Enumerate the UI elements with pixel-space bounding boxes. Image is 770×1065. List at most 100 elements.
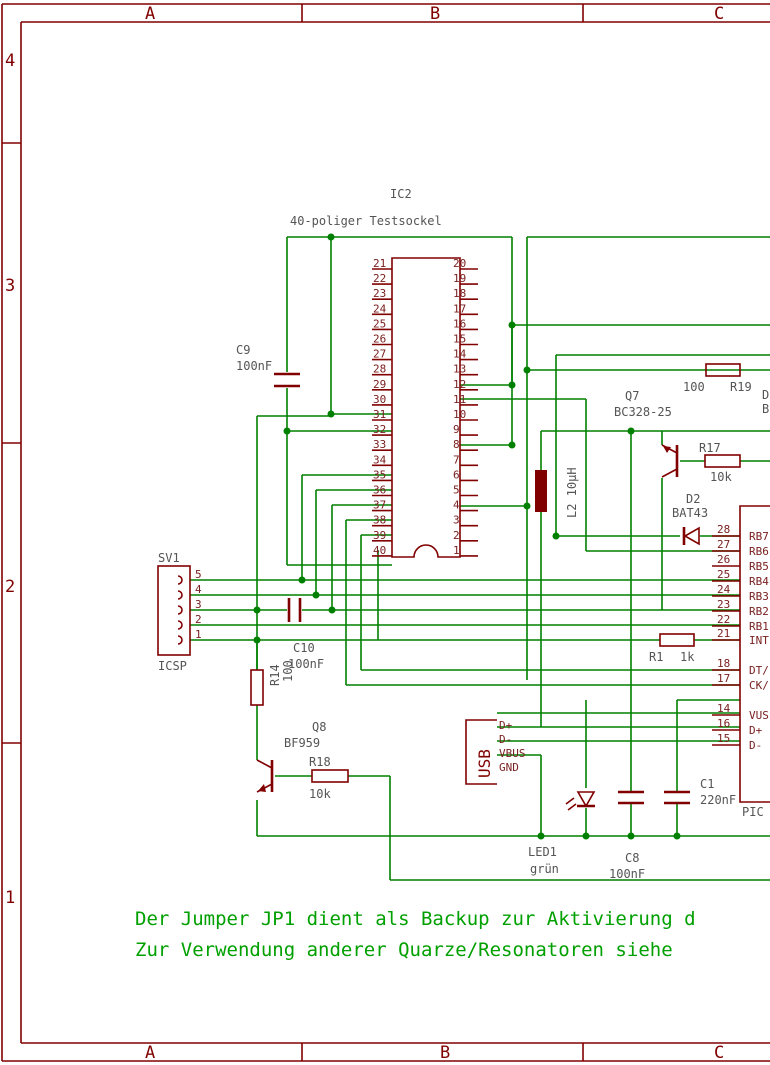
- pic-pin-number: 25: [717, 568, 730, 581]
- ic2-pin-left: 21: [373, 257, 386, 270]
- col-label-c-bottom: C: [714, 1043, 724, 1063]
- c10-value: 100nF: [288, 657, 324, 671]
- pic-pin-name: D+: [749, 724, 763, 737]
- ic2-pin-labels: 2122232425262728293031323334353637383940…: [373, 257, 467, 557]
- ic2-pin-right: 2: [453, 529, 460, 542]
- pic-pin-name: VUS: [749, 709, 769, 722]
- c1-name: C1: [700, 777, 714, 791]
- ic2-name: IC2: [390, 187, 412, 201]
- ic2-pin-left: 33: [373, 438, 386, 451]
- ic2-pin-right: 1: [453, 544, 460, 557]
- sv1-pin-5: 5: [195, 568, 202, 581]
- r1-name: R1: [649, 650, 663, 664]
- partial-label-d: D: [762, 388, 769, 402]
- pic-pin-number: 28: [717, 523, 730, 536]
- pic-pin-name: D-: [749, 739, 762, 752]
- q7-value: BC328-25: [614, 405, 672, 419]
- ic2-pin-right: 17: [453, 302, 466, 315]
- pic-pin-name: INT: [749, 634, 769, 647]
- row-label-1: 1: [5, 888, 15, 908]
- c8-name: C8: [625, 851, 639, 865]
- pic-pin-number: 27: [717, 538, 730, 551]
- capacitor-c10-symbol: [287, 598, 302, 622]
- ic2-pin-right: 6: [453, 468, 460, 481]
- ic2-pin-left: 35: [373, 468, 386, 481]
- ic2-pin-left: 30: [373, 393, 386, 406]
- c9-name: C9: [236, 343, 250, 357]
- r18-name: R18: [309, 755, 331, 769]
- ic2-pin-left: 24: [373, 302, 387, 315]
- q8-name: Q8: [312, 720, 326, 734]
- ic2-pin-right: 14: [453, 348, 467, 361]
- c9-value: 100nF: [236, 359, 272, 373]
- col-label-a-bottom: A: [145, 1043, 155, 1063]
- capacitor-c1-symbol: [664, 790, 690, 805]
- ic2-socket-symbol: [372, 257, 478, 558]
- ic2-pin-left: 22: [373, 272, 386, 285]
- pic-pin-labels: 28RB727RB626RB525RB424RB323RB222RB121INT…: [717, 523, 769, 752]
- row-label-3: 3: [5, 276, 15, 296]
- ic2-pin-right: 18: [453, 287, 466, 300]
- capacitor-c9-symbol: [274, 372, 300, 388]
- row-label-2: 2: [5, 577, 15, 597]
- pic-name: PIC: [742, 805, 764, 819]
- ic2-pin-right: 20: [453, 257, 466, 270]
- sv1-pin-3: 3: [195, 598, 202, 611]
- sv1-name: SV1: [158, 551, 180, 565]
- r14-value: 100: [281, 660, 295, 682]
- pic-pin-number: 26: [717, 553, 730, 566]
- pic-microcontroller-symbol: [712, 505, 770, 803]
- ic2-pin-left: 29: [373, 378, 386, 391]
- note-line-2: Zur Verwendung anderer Quarze/Resonatore…: [135, 939, 673, 961]
- ic2-pin-left: 25: [373, 317, 386, 330]
- pic-pin-name: DT/: [749, 664, 769, 677]
- r14-name: R14: [268, 664, 282, 686]
- ic2-pin-left: 40: [373, 544, 386, 557]
- ic2-pin-right: 12: [453, 378, 466, 391]
- note-line-1: Der Jumper JP1 dient als Backup zur Akti…: [135, 908, 696, 930]
- led1-symbol: [565, 791, 596, 811]
- r17-value: 10k: [710, 470, 732, 484]
- col-label-b-bottom: B: [440, 1043, 450, 1063]
- r19-value: 100: [683, 380, 705, 394]
- q7-name: Q7: [625, 389, 639, 403]
- d2-value: BAT43: [672, 506, 708, 520]
- ic2-pin-right: 4: [453, 499, 460, 512]
- capacitor-c8-symbol: [618, 790, 644, 805]
- pic-pin-number: 23: [717, 598, 730, 611]
- usb-pin-dminus: D-: [499, 733, 512, 746]
- pic-pin-number: 22: [717, 613, 730, 626]
- usb-pin-vbus: VBUS: [499, 747, 526, 760]
- sv1-pin-4: 4: [195, 583, 202, 596]
- ic2-pin-left: 37: [373, 499, 386, 512]
- ic2-pin-right: 7: [453, 453, 460, 466]
- c1-value: 220nF: [700, 793, 736, 807]
- c10-name: C10: [293, 641, 315, 655]
- ic2-pin-right: 8: [453, 438, 460, 451]
- pic-pin-number: 21: [717, 627, 730, 640]
- sv1-header-symbol: [157, 565, 191, 656]
- q8-value: BF959: [284, 736, 320, 750]
- transistor-q8-symbol: [256, 759, 274, 793]
- col-label-b-top: B: [430, 4, 440, 24]
- r17-name: R17: [699, 441, 721, 455]
- pic-pin-number: 24: [717, 583, 731, 596]
- ic2-pin-left: 26: [373, 333, 386, 346]
- pic-pin-name: RB3: [749, 590, 769, 603]
- led1-name: LED1: [528, 845, 557, 859]
- led1-value: grün: [530, 862, 559, 876]
- ic2-pin-right: 11: [453, 393, 466, 406]
- sv1-label: ICSP: [158, 659, 187, 673]
- ic2-pin-left: 23: [373, 287, 386, 300]
- d2-name: D2: [686, 492, 700, 506]
- r1-value: 1k: [680, 650, 695, 664]
- usb-pin-gnd: GND: [499, 761, 519, 774]
- pic-pin-name: RB7: [749, 530, 769, 543]
- ic2-pin-left: 39: [373, 529, 386, 542]
- resistor-r14-symbol: [250, 669, 264, 706]
- ic2-pin-left: 34: [373, 453, 387, 466]
- c8-value: 100nF: [609, 867, 645, 881]
- ic2-pin-right: 19: [453, 272, 466, 285]
- inductor-l2-symbol: [535, 470, 547, 512]
